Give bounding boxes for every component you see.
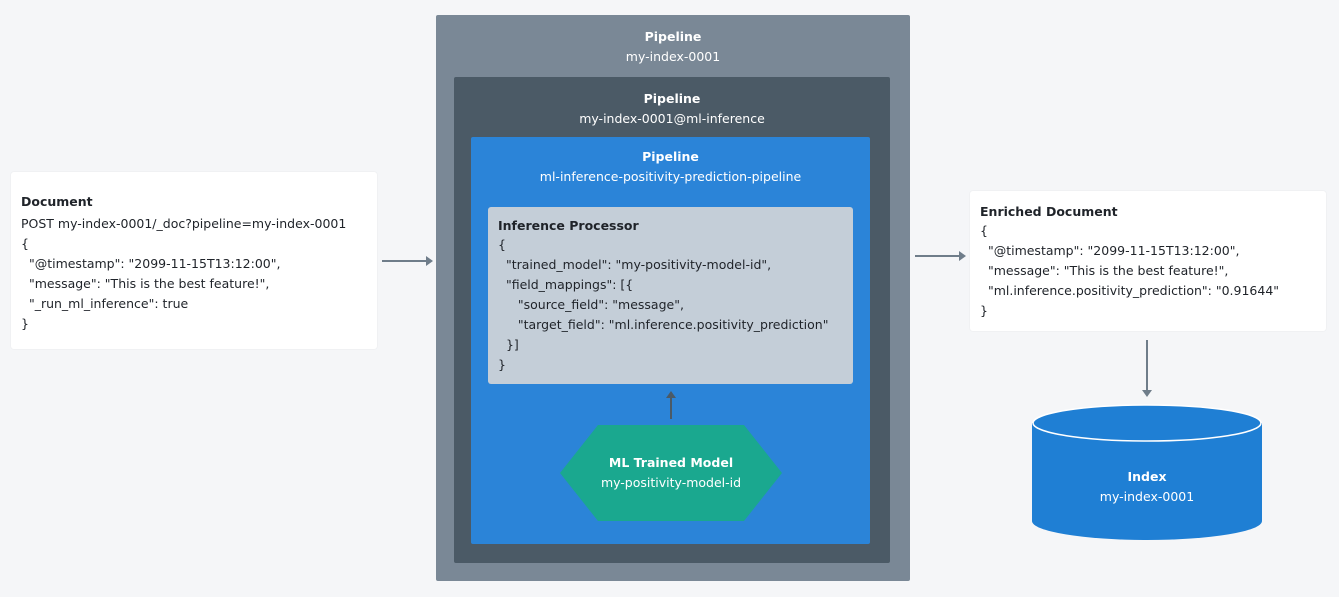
outer-pipeline-name: my-index-0001 xyxy=(625,49,721,64)
document-line: "message": "This is the best feature!", xyxy=(21,276,270,291)
processor-title: Inference Processor xyxy=(498,218,639,233)
ml-model-name: my-positivity-model-id xyxy=(600,475,742,490)
outer-pipeline-heading: Pipeline xyxy=(644,29,702,44)
arrow-document-to-pipeline xyxy=(382,256,433,266)
document-line: "_run_ml_inference": true xyxy=(21,296,189,311)
ml-model-hexagon xyxy=(560,425,782,521)
enriched-line: "ml.inference.positivity_prediction": "0… xyxy=(980,283,1280,298)
arrow-pipeline-to-enriched xyxy=(915,251,966,261)
ml-model-heading: ML Trained Model xyxy=(608,455,734,470)
processor-line: "source_field": "message", xyxy=(498,297,684,312)
ml-model-label: ML Trained Model my-positivity-model-id xyxy=(560,453,782,493)
processor-line: { xyxy=(498,237,506,252)
document-card: Document POST my-index-0001/_doc?pipelin… xyxy=(11,172,377,349)
enriched-line: { xyxy=(980,223,988,238)
document-line: POST my-index-0001/_doc?pipeline=my-inde… xyxy=(21,216,347,231)
arrow-enriched-to-index xyxy=(1142,340,1152,397)
document-line: "@timestamp": "2099-11-15T13:12:00", xyxy=(21,256,281,271)
middle-pipeline-heading: Pipeline xyxy=(643,91,701,106)
inference-processor-box: Inference Processor { "trained_model": "… xyxy=(488,207,853,384)
index-label: Index my-index-0001 xyxy=(1032,467,1262,507)
enriched-body: { "@timestamp": "2099-11-15T13:12:00", "… xyxy=(980,221,1326,321)
arrow-model-to-processor xyxy=(666,391,676,419)
document-line: { xyxy=(21,236,29,251)
inner-pipeline-name: ml-inference-positivity-prediction-pipel… xyxy=(539,169,802,184)
inner-pipeline-heading: Pipeline xyxy=(642,149,699,164)
document-title: Document xyxy=(21,194,93,209)
enriched-title: Enriched Document xyxy=(980,204,1118,219)
enriched-document-card: Enriched Document { "@timestamp": "2099-… xyxy=(970,191,1326,331)
index-name: my-index-0001 xyxy=(1099,489,1195,504)
processor-line: "field_mappings": [{ xyxy=(498,277,634,292)
enriched-line: } xyxy=(980,303,988,318)
processor-line: "target_field": "ml.inference.positivity… xyxy=(498,317,829,332)
enriched-line: "@timestamp": "2099-11-15T13:12:00", xyxy=(980,243,1240,258)
index-heading: Index xyxy=(1127,469,1167,484)
processor-line: } xyxy=(498,357,506,372)
middle-pipeline-name: my-index-0001@ml-inference xyxy=(579,111,765,126)
document-line: } xyxy=(21,316,29,331)
processor-body: { "trained_model": "my-positivity-model-… xyxy=(498,235,853,375)
enriched-line: "message": "This is the best feature!", xyxy=(980,263,1229,278)
index-cylinder xyxy=(1032,404,1262,540)
processor-line: }] xyxy=(498,337,519,352)
processor-line: "trained_model": "my-positivity-model-id… xyxy=(498,257,772,272)
document-body: POST my-index-0001/_doc?pipeline=my-inde… xyxy=(21,214,377,334)
